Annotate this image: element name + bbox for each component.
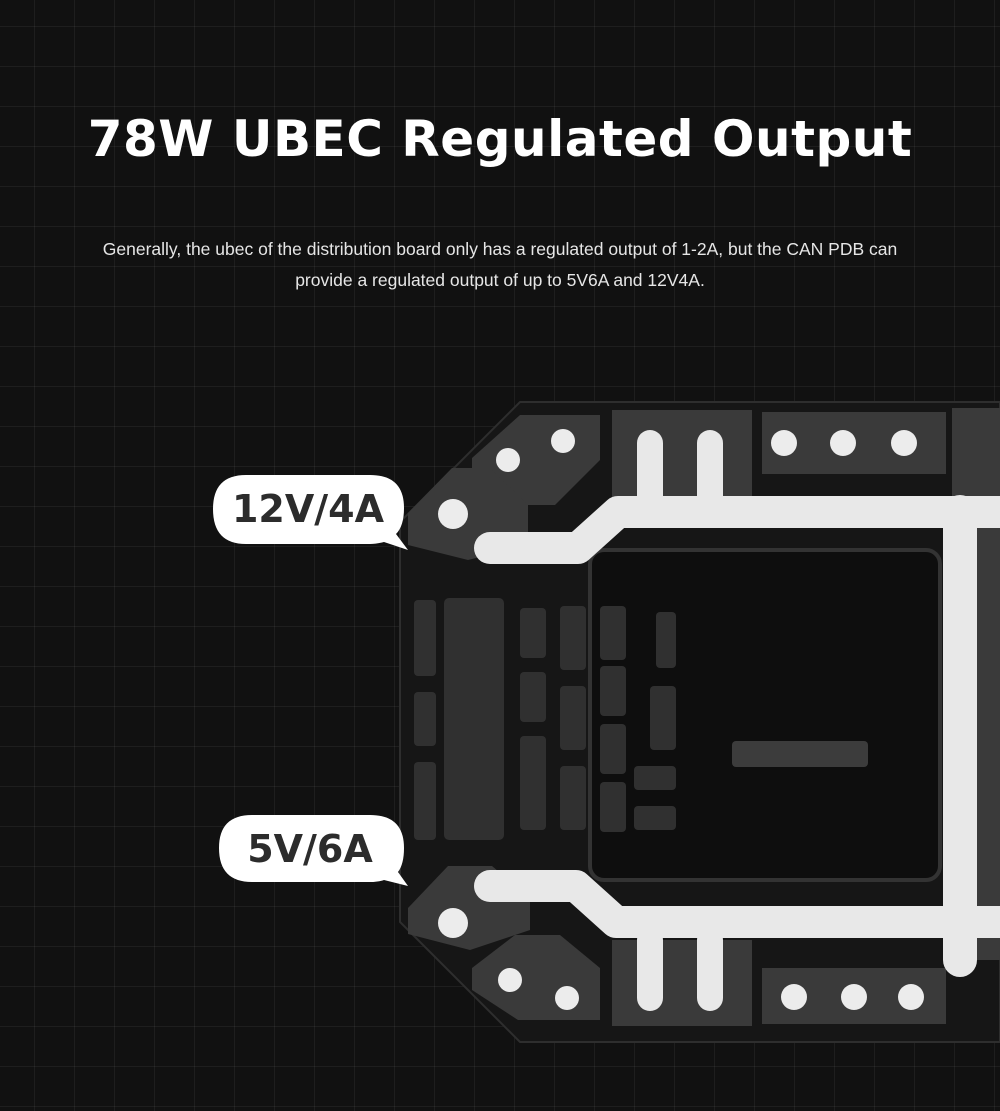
pcb-hole	[498, 968, 522, 992]
pcb-hole	[771, 430, 797, 456]
trace-12v	[474, 496, 1000, 564]
speech-bubble-icon	[219, 815, 408, 886]
pcb-pad-edge-top	[952, 408, 1000, 500]
pcb-pad-bottom-mid	[612, 940, 752, 1026]
pcb-hole	[781, 984, 807, 1010]
callout-5v-label: 5V/6A	[247, 827, 373, 871]
pcb-pad-top-right	[612, 410, 752, 500]
pcb-hole-12v	[438, 499, 468, 529]
pcb-traces	[474, 430, 1000, 1011]
pcb-hole-5v	[438, 908, 468, 938]
page-description: Generally, the ubec of the distribution …	[102, 239, 898, 290]
pcb-center-plane	[588, 548, 942, 882]
pcb-component-bar	[732, 741, 868, 767]
pcb-hole	[555, 986, 579, 1010]
trace-5v	[474, 870, 1000, 938]
pcb-hole	[496, 448, 520, 472]
pcb-hole	[891, 430, 917, 456]
callout-12v-4a: 12V/4A	[212, 474, 412, 560]
pcb-components	[414, 598, 676, 840]
speech-bubble-icon	[213, 475, 408, 550]
page-title: 78W UBEC Regulated Output	[87, 110, 913, 168]
pcb-hole	[551, 429, 575, 453]
pcb-hole	[898, 984, 924, 1010]
callout-5v-6a: 5V/6A	[218, 814, 418, 900]
pcb-hole	[830, 430, 856, 456]
pcb-hole	[841, 984, 867, 1010]
callout-12v-label: 12V/4A	[231, 487, 385, 531]
